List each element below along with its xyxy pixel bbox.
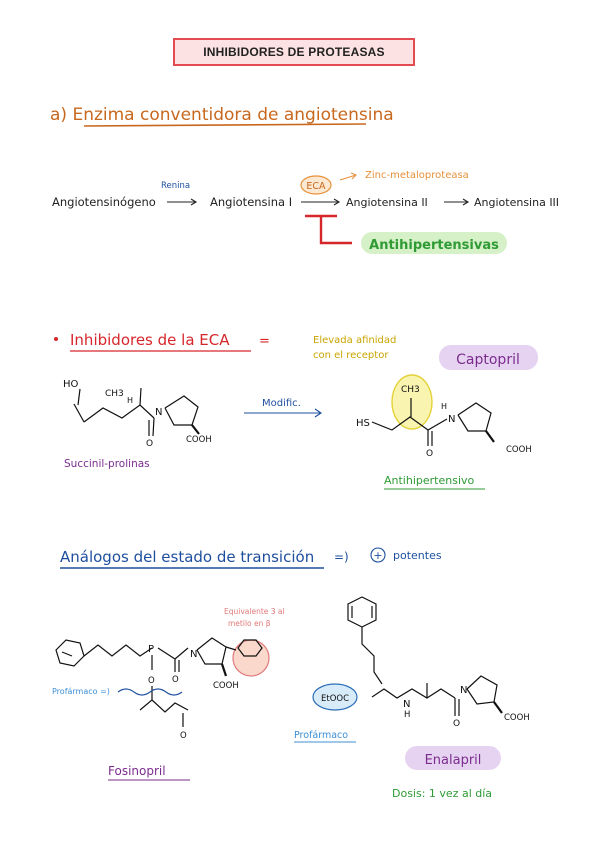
plus-sign: + [373,549,382,562]
cooh-label-3: COOH [213,681,239,691]
etooc-highlight [312,683,358,711]
n-label-4: N [403,699,410,710]
enalapril-label: Enalapril [425,753,482,768]
afinidad-line1: Elevada afinidad [313,335,396,346]
analogos-arrow: =) [334,550,349,564]
plus-circle [370,547,386,563]
angiotensina1-label: Angiotensina I [210,195,292,209]
succinil-prolinas-label: Succinil-prolinas [64,458,150,470]
dosis-label: Dosis: 1 vez al día [392,787,492,800]
h-label-2: H [441,402,447,411]
ho-label: HO [63,379,79,390]
ch3-label-2: CH3 [401,385,420,395]
cooh-label-1: COOH [186,435,212,445]
eca-label: ECA [306,181,326,192]
section-a-underline [83,123,367,127]
enalapril-highlight [405,746,501,770]
modific-label: Modific. [262,398,301,409]
cooh-label-2: COOH [506,445,532,455]
captopril-label: Captopril [456,352,520,368]
n-label-5: N [460,685,467,696]
equivalente-line2: metilo en β [228,619,271,628]
page-title: INHIBIDORES DE PROTEASAS [173,38,415,66]
angiotensina3-label: Angiotensina III [474,196,559,209]
o-label-4: O [172,675,179,685]
n-label-2: N [448,414,455,425]
profarmaco-fosinopril-label: Profármaco =) [52,687,110,696]
antihipertensivo-label: Antihipertensivo [384,474,475,487]
angiotensina3-arrow [444,198,470,206]
renina-label: Renina [161,181,190,191]
equals-sign: = [259,334,270,349]
h-label-1: H [127,396,133,405]
etooc-label: EtOOC [321,694,349,704]
ch3-highlight [391,374,433,430]
profarmaco-enalapril-label: Profármaco [294,730,348,741]
inhibidores-heading: Inhibidores de la ECA [70,331,230,349]
o-label-2: O [426,449,433,459]
zinc-metaloproteasa-label: Zinc-metaloproteasa [365,170,469,181]
captopril-highlight [439,345,538,370]
bullet-dot [54,337,58,341]
o-label-6: O [453,719,460,729]
fosinopril-wave [117,688,183,696]
angiotensina2-label: Angiotensina II [346,196,428,209]
eca-arrow [301,198,341,206]
cyclohexyl-highlight [232,639,270,677]
o-label-1: O [146,439,153,449]
analogos-heading: Análogos del estado de transición [60,548,314,566]
modific-arrow [244,408,322,418]
o-label-5: O [180,731,187,741]
antihipertensivas-label: Antihipertensivas [369,238,499,253]
p-label: P [148,644,154,655]
captopril-structure [371,398,495,446]
eca-zinc-arrow [339,172,357,181]
n-label-3: N [190,649,197,660]
ch3-label-1: CH3 [105,389,124,399]
cooh-label-4: COOH [504,713,530,723]
renina-arrow [167,198,198,206]
potentes-label: potentes [393,549,442,562]
o-label-3: O [148,676,155,686]
n-label-1: N [155,407,162,418]
succinil-prolina-structure [73,387,200,437]
hs-label: HS [356,418,370,429]
afinidad-line2: con el receptor [313,350,389,361]
eca-bubble [300,175,332,195]
antihipertensivas-highlight [361,232,507,254]
angiotensinogeno-label: Angiotensinógeno [52,195,156,209]
inhibition-bar [305,214,352,245]
fosinopril-structure [55,637,263,727]
h-label-3: H [404,710,410,720]
enalapril-structure [347,596,503,716]
fosinopril-label: Fosinopril [108,764,166,778]
equivalente-line1: Equivalente 3 al [224,607,285,616]
section-a-heading: a) Enzima conventidora de angiotensina [50,105,394,125]
